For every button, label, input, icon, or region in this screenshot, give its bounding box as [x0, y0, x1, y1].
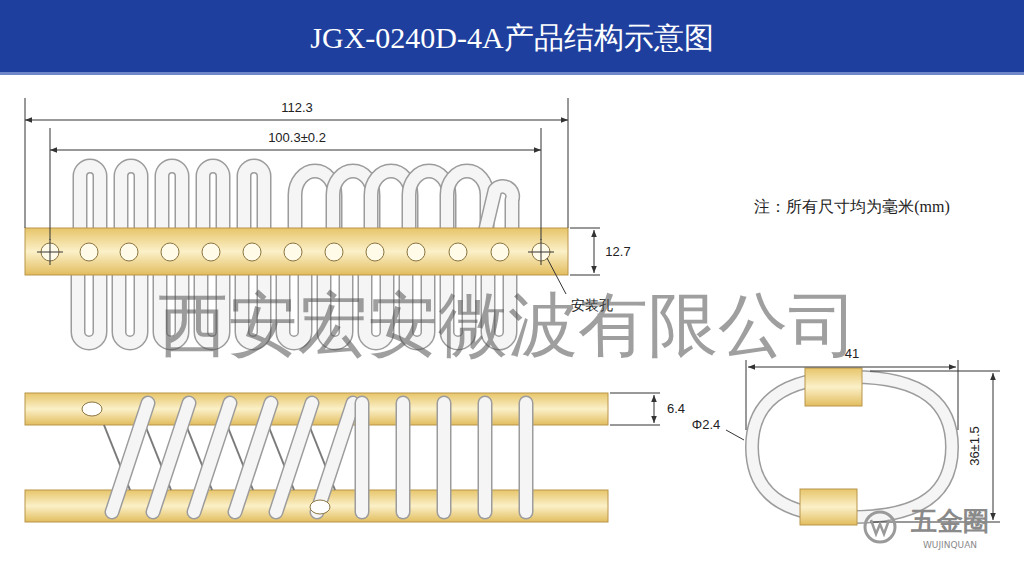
cable: [438, 403, 450, 512]
hole: [491, 243, 509, 261]
cable: [479, 403, 491, 512]
note: 注：所有尺寸均为毫米(mm): [754, 198, 950, 216]
cable: [397, 403, 409, 512]
logo-text: WUJINQUAN: [923, 541, 977, 551]
extension-line: [50, 128, 51, 240]
cable: [80, 166, 100, 232]
extension-line: [870, 371, 1000, 372]
cable: [121, 166, 141, 232]
cable-outline: [276, 403, 312, 512]
hole: [161, 243, 179, 261]
dimension: Φ2.4: [692, 418, 720, 432]
cable-outline: [121, 166, 141, 232]
watermark: 西安宏安微波有限公司: [158, 287, 858, 364]
cable: [203, 166, 223, 232]
cable: [485, 186, 513, 232]
cable: [356, 403, 368, 512]
hole: [202, 243, 220, 261]
logo-text: 五金圈: [911, 507, 989, 536]
cable-outline: [478, 403, 493, 512]
hole: [449, 243, 467, 261]
dimension-lines: [25, 98, 1000, 522]
cable-outline: [112, 403, 148, 512]
hole: [310, 500, 330, 514]
extension-line: [541, 239, 542, 265]
cable: [276, 403, 312, 512]
dimension-line: [993, 373, 994, 520]
hole: [325, 243, 343, 261]
cable-outline: [162, 166, 182, 232]
logo-icon: [871, 520, 889, 534]
extension-line: [541, 128, 542, 240]
dimension-line: [50, 150, 541, 151]
hole: [80, 243, 98, 261]
dimension: 36±1.5: [968, 426, 982, 466]
cable-outline: [153, 403, 189, 512]
extension-line: [726, 430, 744, 440]
cable-outline: [194, 403, 230, 512]
clamp-bar: [800, 489, 857, 525]
dimension-line: [594, 230, 595, 273]
dimension: 6.4: [667, 402, 685, 416]
cable: [317, 403, 353, 512]
dimension: 12.7: [605, 245, 630, 259]
cable-outline: [80, 166, 100, 232]
extension-line: [610, 393, 660, 394]
cable: [119, 270, 141, 343]
hole: [366, 243, 384, 261]
cable-outline: [485, 186, 513, 232]
cable: [153, 403, 189, 512]
cable: [162, 166, 182, 232]
end-view: [752, 368, 952, 525]
cable-outline: [396, 403, 411, 512]
cable: [520, 403, 532, 512]
hole: [120, 243, 138, 261]
cable: [244, 166, 264, 232]
cable: [78, 270, 100, 343]
hole: [284, 243, 302, 261]
extension-line: [746, 360, 747, 430]
extension-line: [610, 425, 660, 426]
dimension-line: [654, 395, 655, 423]
extension-line: [570, 228, 600, 229]
hole: [82, 402, 102, 416]
clamp-bar: [25, 228, 568, 275]
title: JGX-0240D-4A产品结构示意图: [310, 21, 713, 54]
cable-outline: [244, 166, 264, 232]
logo-icon: [865, 512, 895, 542]
extension-line: [25, 98, 26, 228]
dimension-line: [748, 367, 956, 368]
hole: [407, 243, 425, 261]
dimension-line: [25, 120, 568, 121]
cable-outline: [317, 403, 353, 512]
extension-line: [570, 275, 600, 276]
cable-outline: [119, 270, 141, 343]
extension-line: [568, 98, 569, 228]
cable-outline: [78, 270, 100, 343]
cable-outline: [203, 166, 223, 232]
cable: [112, 403, 148, 512]
clamp-bar: [805, 368, 862, 406]
cable: [194, 403, 230, 512]
cable-outline: [235, 403, 271, 512]
hole: [243, 243, 261, 261]
side-view: [25, 393, 608, 522]
dimension: 112.3: [278, 101, 316, 115]
extension-line: [50, 239, 51, 265]
dimension: 100.3±0.2: [265, 131, 329, 145]
cable-outline: [519, 403, 534, 512]
cable: [235, 403, 271, 512]
cable-outline: [437, 403, 452, 512]
cable-outline: [355, 403, 370, 512]
